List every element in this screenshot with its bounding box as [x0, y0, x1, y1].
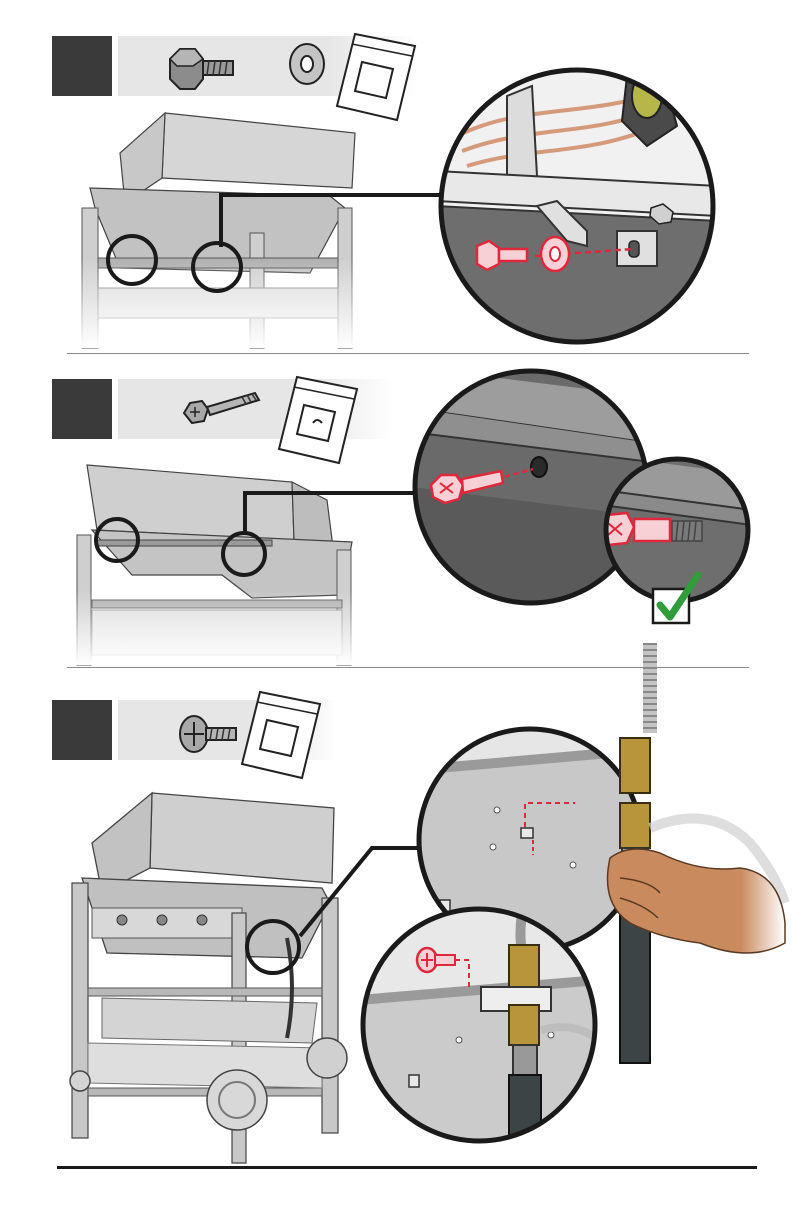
green-checkmark-icon	[648, 567, 706, 627]
step-1	[0, 0, 792, 355]
step-2	[0, 355, 792, 667]
step-divider-1	[67, 353, 749, 354]
callout-circle-step-3-lower	[359, 905, 599, 1145]
footer-rule	[57, 1166, 757, 1169]
regulator-hose-and-hand	[590, 643, 785, 1063]
callout-circle-step-1	[437, 66, 717, 346]
step-3	[0, 668, 792, 1168]
